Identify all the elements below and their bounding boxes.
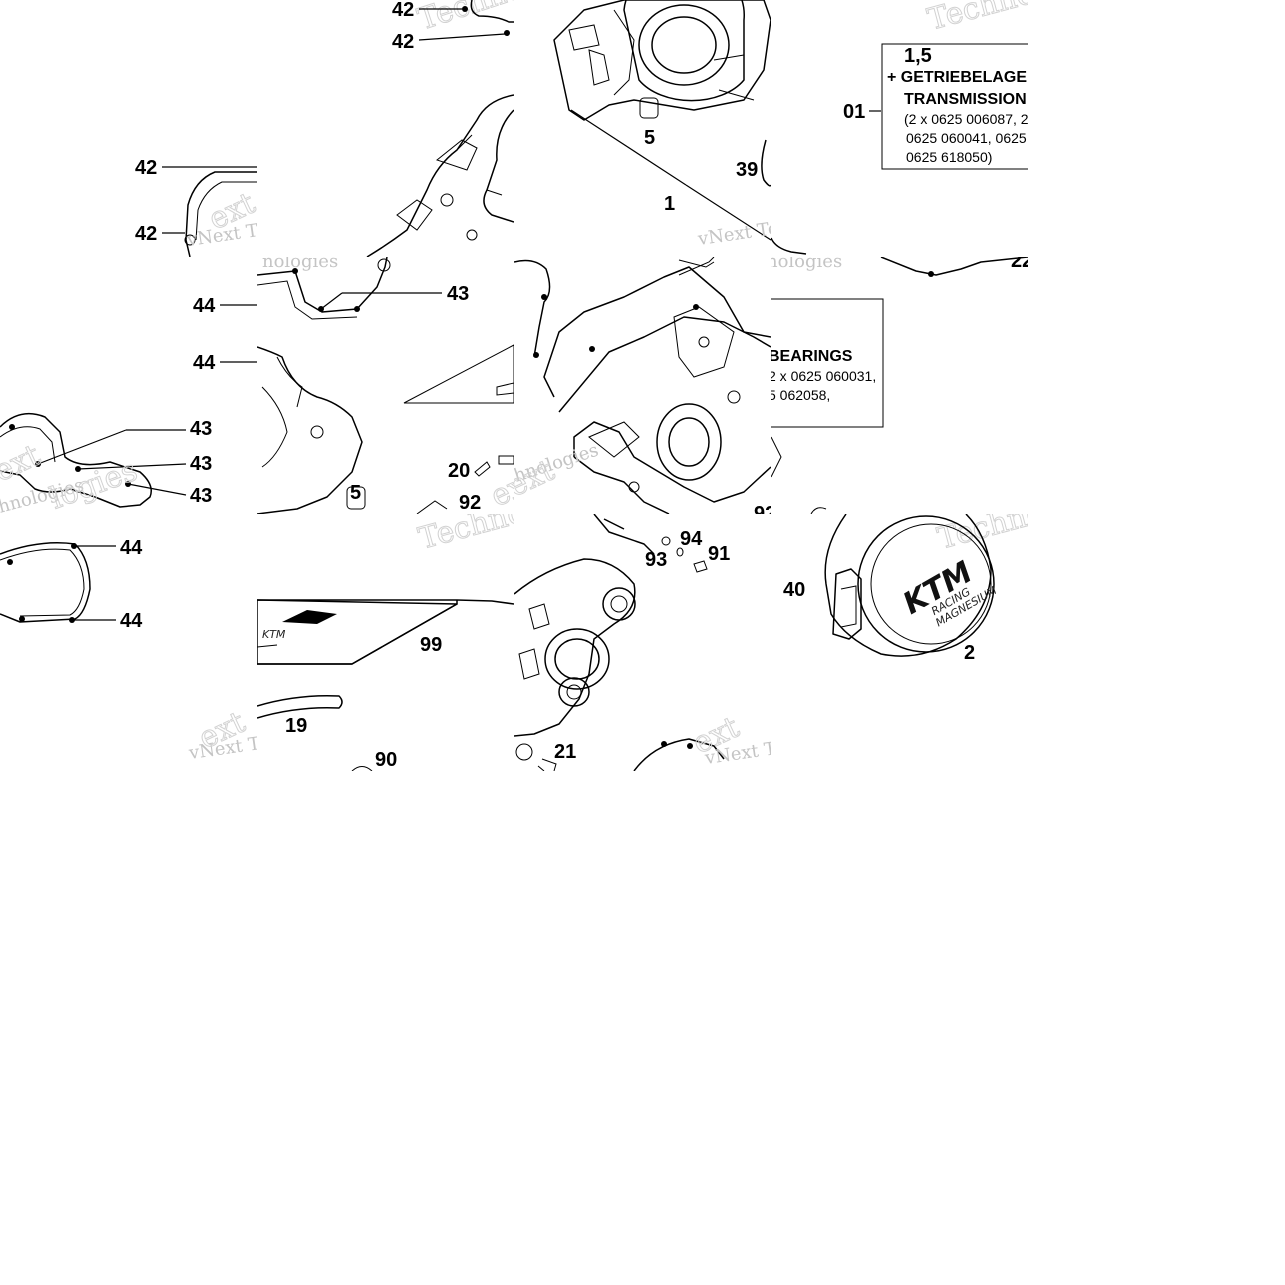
tile-r2-c0: 44 44 vNext Tec ext (0, 514, 257, 771)
tile-r1-c3: nologies 22 BEARINGS 2 x 0625 060031, 5 … (771, 257, 1028, 514)
callout-44-a: 44 (193, 295, 216, 317)
info-box-line6: BEARINGS (771, 348, 853, 365)
tile-r2-c3: Techno KTM RACING MAGNESIUM 40 2 (771, 514, 1028, 771)
callout-43-a: 43 (190, 418, 212, 440)
callout-43-c: 43 (190, 485, 212, 507)
callout-44-c: 44 (120, 537, 143, 559)
sealant-label-a: KTM (262, 628, 286, 641)
watermark-vnext-tec: vNext Tec (696, 216, 771, 250)
info-box-line5: 0625 618050) (906, 149, 992, 165)
callout-43-top: 43 (447, 283, 469, 305)
tile-r0-c1: Techno 42 42 (257, 0, 514, 257)
tile-r0-c0: 42 42 vNext Tec ext (0, 0, 257, 257)
callout-91: 91 (708, 543, 730, 565)
info-box (881, 43, 1028, 170)
info-box-cont (771, 298, 884, 428)
info-box-line3: (2 x 0625 006087, 2 (904, 111, 1028, 127)
callout-94: 94 (680, 528, 703, 550)
tile-r0-c3: Techno 1,5 + GETRIEBELAGER TRANSMISSION … (771, 0, 1028, 257)
ignition-cover (824, 514, 992, 657)
info-box-qty: 1,5 (904, 45, 932, 67)
bushing-part (639, 97, 659, 119)
watermark-nologies: nologies (262, 257, 338, 272)
tile-r2-c2: 93 94 91 21 vNext T ext (514, 514, 771, 771)
info-box-line7: 2 x 0625 060031, (771, 368, 876, 384)
callout-44-b: 44 (193, 352, 216, 374)
callout-1: 1 (664, 193, 675, 215)
tile-r1-c0: 44 44 43 43 43 hnologies ext logies (0, 257, 257, 514)
watermark-nologies-2: nologies (771, 257, 842, 272)
callout-19: 19 (285, 715, 307, 737)
callout-39: 39 (736, 159, 758, 181)
watermark-logies: logies (46, 453, 142, 514)
callout-20: 20 (448, 460, 470, 482)
callout-42-left-b: 42 (135, 223, 157, 245)
callout-92-b: 92 (754, 503, 771, 514)
info-box-line8: 5 062058, (771, 387, 830, 403)
callout-92: 92 (459, 492, 481, 514)
callout-22: 22 (1011, 257, 1028, 272)
callout-2: 2 (964, 642, 975, 664)
callout-5: 5 (644, 127, 655, 149)
callout-44-d: 44 (120, 610, 143, 632)
callout-40: 40 (783, 579, 805, 601)
callout-point (462, 6, 468, 12)
watermark-techno-3: Techno (415, 514, 514, 557)
callout-42-second: 42 (392, 31, 414, 53)
info-box-line4: 0625 060041, 0625 (906, 130, 1027, 146)
callout-43-b: 43 (190, 453, 212, 475)
info-box-line1: + GETRIEBELAGER (887, 69, 1028, 86)
watermark-ext: ext (0, 438, 46, 489)
callout-90: 90 (375, 749, 397, 771)
callout-5-b: 5 (350, 482, 361, 504)
callout-01: 01 (843, 101, 865, 123)
callout-21: 21 (554, 741, 576, 763)
callout-99: 99 (420, 634, 442, 656)
watermark-big-n2: ext (486, 463, 514, 514)
tile-r2-c1: Techno KTM 99 19 90 (257, 514, 514, 771)
tile-r1-c1: nologies 43 5 20 92 ext (257, 257, 514, 514)
callout-93: 93 (645, 549, 667, 571)
callout-42-top: 42 (392, 0, 414, 21)
watermark-techno-2: Techno (924, 0, 1028, 38)
tile-r0-c2: 5 1 39 vNext Tec (514, 0, 771, 257)
tile-r1-c2: hnologies ext 92 (514, 257, 771, 514)
info-box-line2: TRANSMISSION E (904, 91, 1028, 108)
callout-42-left-a: 42 (135, 157, 157, 179)
